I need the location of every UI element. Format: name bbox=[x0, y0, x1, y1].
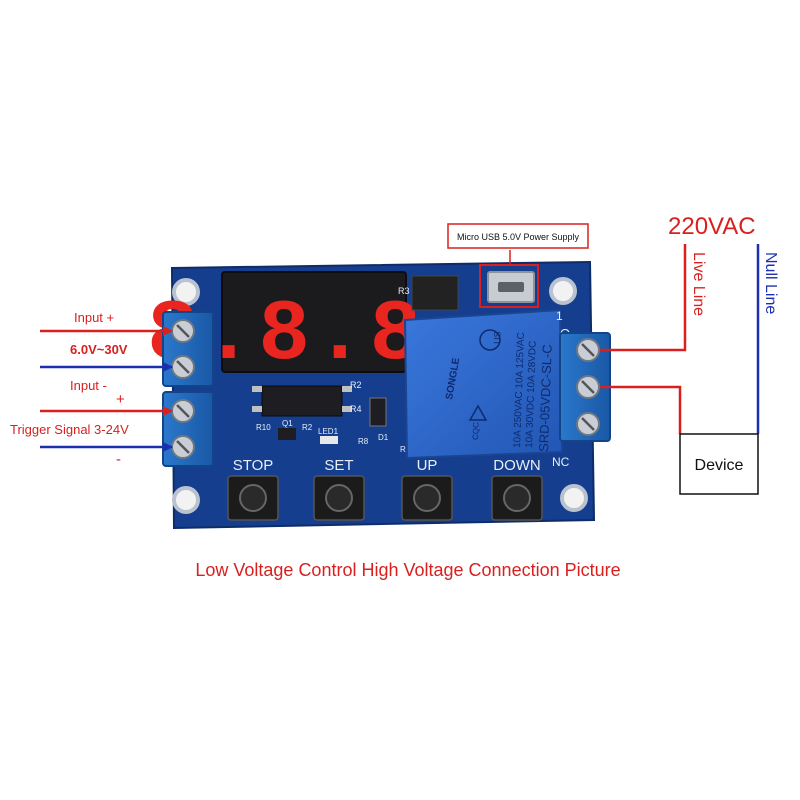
micro-usb-port: Micro USB 5.0V Power Supply bbox=[447, 223, 589, 308]
silk-r8: R8 bbox=[358, 437, 369, 446]
label-trigger-signal: Trigger Signal 3-24V bbox=[10, 422, 129, 437]
screw-3 bbox=[171, 399, 195, 423]
silk-r6: R6 bbox=[400, 445, 411, 454]
screw-no bbox=[576, 338, 600, 362]
caption: Low Voltage Control High Voltage Connect… bbox=[195, 560, 620, 580]
silk-r3: R3 bbox=[398, 286, 410, 296]
input-wiring: Input + 6.0V~30V Input - + Trigger Signa… bbox=[10, 310, 173, 468]
screw-1 bbox=[171, 319, 195, 343]
relay-model: SRD-05VDC-SL-C bbox=[536, 344, 555, 452]
down-button-label: DOWN bbox=[493, 457, 541, 474]
up-button-label: UP bbox=[417, 457, 438, 474]
transistor-q1 bbox=[278, 428, 296, 440]
label-voltage-range: 6.0V~30V bbox=[70, 342, 128, 357]
label-input-minus: Input - bbox=[70, 378, 107, 393]
mount-hole-bl bbox=[172, 486, 200, 514]
label-input-plus: Input + bbox=[74, 310, 114, 325]
usb-slot bbox=[498, 282, 524, 292]
relay-body bbox=[403, 308, 564, 460]
relay-module: SONGLE SRD-05VDC-SL-C 10A 250VAC 10A 125… bbox=[403, 308, 570, 469]
smd-1 bbox=[252, 386, 262, 392]
usb-callout-label: Micro USB 5.0V Power Supply bbox=[457, 232, 580, 242]
wire-live bbox=[600, 244, 687, 352]
smd-2 bbox=[252, 406, 262, 412]
output-terminal-block bbox=[559, 332, 611, 442]
mount-hole-br bbox=[560, 484, 588, 512]
silk-r4: R4 bbox=[350, 404, 362, 414]
diode-d1 bbox=[369, 397, 387, 427]
label-live-line: Live Line bbox=[690, 252, 707, 316]
usb-callout-box bbox=[447, 223, 589, 249]
silk-r2a: R2 bbox=[302, 423, 313, 432]
label-null-line: Null Line bbox=[762, 252, 779, 314]
button-row: STOP SET UP DOWN bbox=[227, 457, 543, 521]
silk-led1: LED1 bbox=[318, 427, 339, 436]
ic-chip bbox=[261, 385, 343, 417]
label-ac-voltage: 220VAC bbox=[668, 213, 756, 240]
label-minus-sign: - bbox=[116, 451, 121, 468]
up-button[interactable]: UP bbox=[401, 457, 453, 521]
input-terminal-block bbox=[162, 311, 214, 467]
relay-warning-icon bbox=[468, 404, 488, 421]
smd-3 bbox=[342, 386, 352, 392]
silk-r2b: R2 bbox=[350, 380, 362, 390]
usb-highlight-box bbox=[479, 264, 539, 308]
device-label: Device bbox=[695, 457, 744, 474]
smd-4 bbox=[342, 406, 352, 412]
relay-us: US bbox=[492, 331, 502, 344]
ac-wiring: 220VAC Live Line Null Line Device bbox=[600, 213, 779, 495]
set-button-label: SET bbox=[324, 457, 353, 474]
silk-r10: R10 bbox=[256, 423, 271, 432]
screw-2 bbox=[171, 355, 195, 379]
silk-nc: NC bbox=[552, 455, 570, 469]
mount-hole-tr bbox=[549, 277, 577, 305]
screw-com bbox=[576, 375, 600, 399]
relay-approval-icon bbox=[479, 329, 501, 351]
relay-cqc: CQC bbox=[471, 422, 481, 440]
silk-d1: D1 bbox=[378, 433, 389, 442]
stop-button-label: STOP bbox=[233, 457, 274, 474]
screw-4 bbox=[171, 435, 195, 459]
stop-button[interactable]: STOP bbox=[227, 457, 279, 521]
device-box bbox=[679, 433, 759, 495]
relay-rating-1: 10A 250VAC 10A 125VAC bbox=[512, 332, 527, 448]
components-area: R3 R2 R4 R10 Q1 R2 LED1 R8 D1 R6 bbox=[252, 286, 411, 454]
silk-one: 1 bbox=[556, 309, 563, 323]
wire-com-to-device bbox=[600, 385, 682, 434]
silk-q1: Q1 bbox=[282, 419, 293, 428]
screw-nc bbox=[576, 412, 600, 436]
relay-rating-2: 10A 30VDC 10A 28VDC bbox=[524, 340, 539, 448]
led1-chip bbox=[320, 436, 338, 444]
label-plus-sign: + bbox=[116, 391, 125, 408]
pin-header bbox=[411, 275, 459, 311]
mount-hole-tl bbox=[172, 278, 200, 306]
set-button[interactable]: SET bbox=[313, 457, 365, 521]
down-button[interactable]: DOWN bbox=[491, 457, 543, 521]
